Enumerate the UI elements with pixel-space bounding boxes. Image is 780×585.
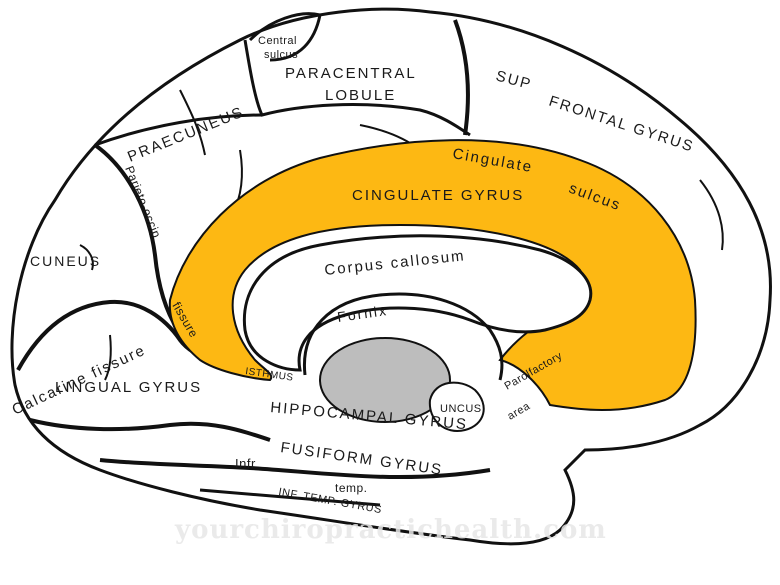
inf-temp-line (199, 488, 381, 507)
sulcus-detail-1 (179, 89, 206, 156)
frontal-sulcus-line (453, 19, 470, 136)
corpus-callosum (242, 234, 593, 372)
parieto-occipital-sulcus (93, 143, 180, 332)
label-temp: temp. (335, 481, 368, 495)
label-infr: Infr (235, 456, 256, 471)
label-central-sulcus-1: Central (258, 35, 297, 47)
watermark: yourchiropractichealth.com (174, 515, 607, 545)
label-paracentral-2: LOBULE (325, 87, 396, 104)
label-lingual: LINGUAL GYRUS (55, 379, 202, 396)
fornix (302, 292, 504, 381)
central-sulcus-box (248, 12, 322, 62)
collateral-line (99, 458, 491, 480)
label-paracentral-1: PARACENTRAL (285, 65, 417, 82)
label-cingulate-gyrus: CINGULATE GYRUS (352, 187, 524, 204)
label-cuneus: CUNEUS (30, 253, 101, 269)
sulcus-detail-3 (79, 244, 94, 271)
lingual-lower-line (29, 418, 271, 442)
sulcus-detail-5 (104, 334, 112, 381)
label-uncus: UNCUS (440, 403, 482, 415)
uncus-shape (428, 381, 485, 432)
label-central-sulcus-2: sulcus (264, 49, 298, 61)
label-fornix: Fornix (336, 302, 389, 325)
paracentral-boundary (243, 39, 471, 137)
frontal-gyrus-sulcus (699, 179, 724, 251)
thalamus (319, 337, 451, 423)
praecuneus-boundary (94, 113, 263, 147)
cingulate-gyrus-region (168, 139, 697, 411)
